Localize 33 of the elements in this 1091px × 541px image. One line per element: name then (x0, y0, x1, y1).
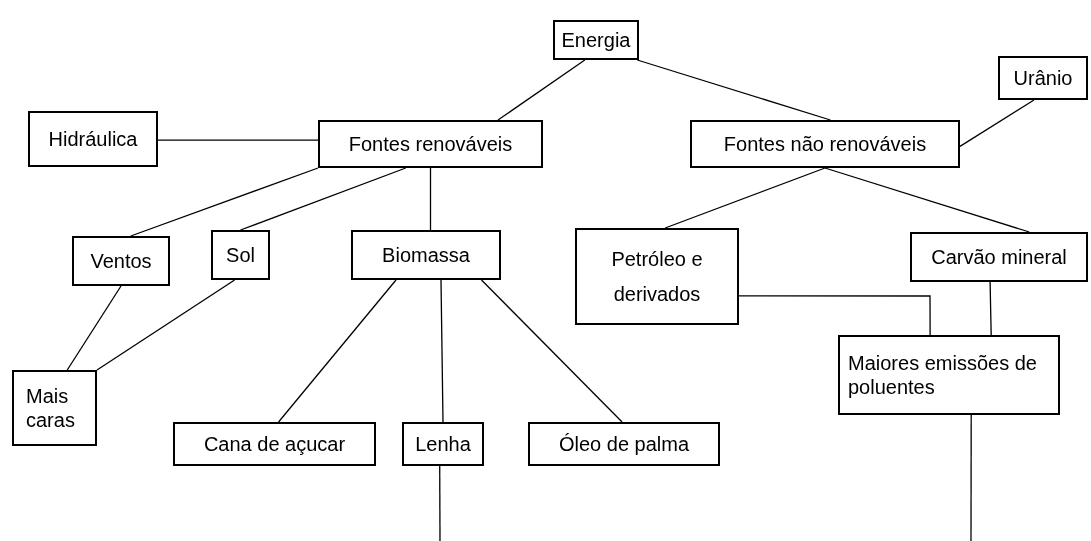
connector-line (636, 59, 832, 121)
concept-box: Cana de açucar (173, 422, 376, 466)
concept-box: Petróleo e derivados (575, 228, 739, 325)
concept-box: Óleo de palma (528, 422, 720, 466)
connector-line (480, 279, 623, 423)
connector-line (96, 279, 236, 371)
concept-box: Mais caras (12, 370, 97, 446)
connector-line (157, 139, 319, 141)
connector-line (429, 167, 432, 231)
concept-box: Sol (211, 230, 270, 280)
concept-box: Lenha (402, 422, 484, 466)
connector-line (664, 167, 826, 229)
concept-box: Biomassa (351, 230, 501, 280)
concept-box: Carvão mineral (910, 232, 1088, 282)
connector-line (970, 414, 972, 541)
connector-line (989, 281, 992, 336)
concept-box: Ventos (72, 236, 170, 286)
connector-line (497, 59, 586, 121)
connector-line (130, 167, 319, 237)
connector-line (277, 279, 397, 423)
connector-line (239, 167, 407, 231)
connector-line (959, 99, 1035, 148)
concept-box: Fontes renováveis (318, 120, 543, 168)
concept-box: Energia (553, 20, 639, 60)
concept-box: Fontes não renováveis (690, 120, 960, 168)
connector-line (66, 285, 122, 371)
concept-box: Hidráulica (28, 111, 158, 167)
connector-line (824, 167, 1030, 233)
connector-line (738, 295, 931, 336)
connector-line (440, 279, 444, 423)
concept-box: Maiores emissões de poluentes (838, 335, 1060, 415)
connector-line (439, 465, 441, 541)
concept-box: Urânio (998, 56, 1088, 100)
